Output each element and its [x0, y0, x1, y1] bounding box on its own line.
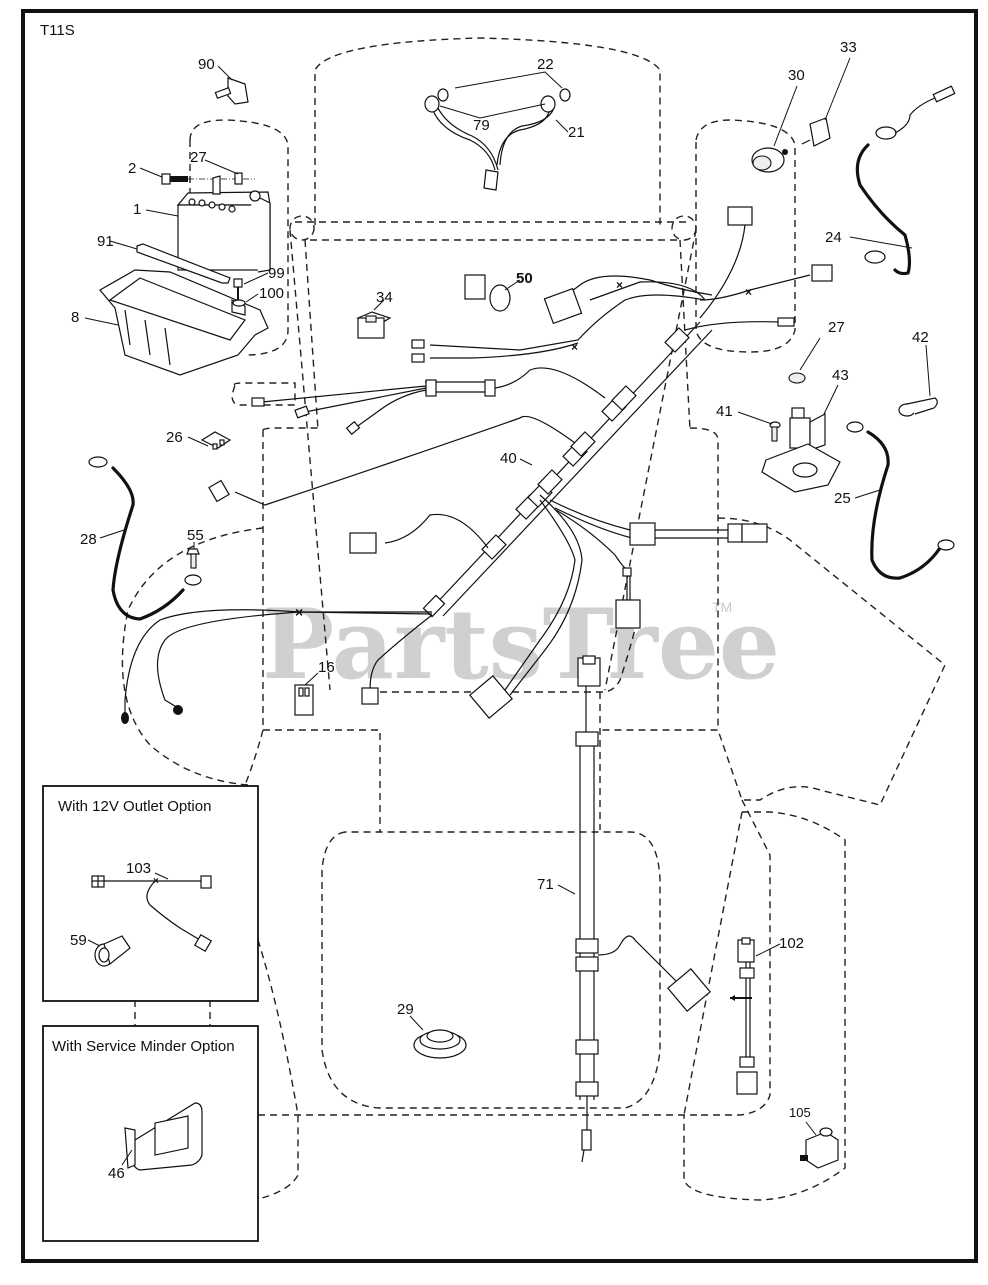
callout-26: 26 — [166, 429, 183, 446]
nut-part[interactable] — [788, 372, 806, 384]
callout-41: 41 — [716, 403, 733, 420]
washer-part[interactable] — [232, 299, 246, 307]
splice-mark: × — [616, 278, 623, 292]
callout-40: 40 — [500, 450, 517, 467]
ignition-key-part[interactable] — [801, 117, 831, 147]
callout-59: 59 — [70, 932, 87, 949]
switch-harness-part[interactable] — [730, 937, 758, 1095]
terminal-boot-part[interactable] — [898, 397, 938, 417]
tray-bolt-part[interactable] — [233, 278, 243, 300]
battery-tray-part[interactable] — [99, 269, 269, 376]
callout-8: 8 — [71, 309, 79, 326]
callout-27: 27 — [828, 319, 845, 336]
relay-part[interactable] — [294, 684, 314, 716]
headlight-bulb-part[interactable] — [437, 88, 571, 102]
splice-mark: × — [295, 604, 303, 620]
solenoid-bolt-part[interactable] — [769, 421, 781, 442]
solenoid-cable-part[interactable] — [846, 421, 955, 580]
callout-28: 28 — [80, 531, 97, 548]
ground-cable-part[interactable] — [88, 456, 202, 621]
service-minder-part[interactable] — [124, 1102, 203, 1171]
callout-43: 43 — [832, 367, 849, 384]
battery-part[interactable] — [176, 175, 271, 273]
ignition-switch-part[interactable] — [751, 147, 788, 173]
seat-switch-part[interactable] — [413, 1029, 467, 1059]
callout-33: 33 — [840, 39, 857, 56]
option-box-service-minder: With Service Minder Option 46 — [42, 1025, 259, 1242]
callout-91: 91 — [97, 233, 114, 250]
option-box-12v-outlet: With 12V Outlet Option × 103 59 — [42, 785, 259, 1002]
rear-harness-part[interactable] — [575, 655, 711, 1163]
callout-79: 79 — [473, 117, 490, 134]
positive-battery-cable-part[interactable] — [855, 85, 956, 276]
callout-30: 30 — [788, 67, 805, 84]
callout-29: 29 — [397, 1001, 414, 1018]
ground-screw-part[interactable] — [186, 548, 200, 569]
12v-outlet-part[interactable] — [94, 935, 131, 967]
callout-90: 90 — [198, 56, 215, 73]
callout-16: 16 — [318, 659, 335, 676]
interlock-switch-part[interactable] — [800, 1127, 839, 1169]
diagram-frame — [21, 9, 978, 1263]
callout-21: 21 — [568, 124, 585, 141]
callout-25: 25 — [834, 490, 851, 507]
battery-strap-part[interactable] — [136, 243, 231, 284]
callout-103: 103 — [126, 860, 151, 877]
starter-solenoid-part[interactable] — [761, 407, 841, 493]
callout-2: 2 — [128, 160, 136, 177]
callout-24: 24 — [825, 229, 842, 246]
nut-part[interactable] — [234, 172, 243, 185]
callout-100: 100 — [259, 285, 284, 302]
battery-bolt-part[interactable] — [161, 173, 255, 185]
callout-99: 99 — [268, 265, 285, 282]
fuse-part[interactable] — [200, 431, 232, 450]
headlight-harness-part[interactable] — [424, 95, 556, 191]
callout-34: 34 — [376, 289, 393, 306]
callout-1: 1 — [133, 201, 141, 218]
outlet-harness-part[interactable]: × — [91, 875, 213, 953]
callout-46: 46 — [108, 1165, 125, 1182]
callout-22: 22 — [537, 56, 554, 73]
callout-50: 50 — [516, 270, 533, 287]
callout-71: 71 — [537, 876, 554, 893]
splice-mark: × — [571, 340, 578, 354]
model-code: T11S — [40, 22, 75, 39]
splice-mark: × — [153, 876, 159, 887]
option-box-title: With Service Minder Option — [52, 1038, 235, 1055]
watermark-tm: TM — [712, 599, 732, 615]
callout-42: 42 — [912, 329, 929, 346]
callout-27: 27 — [190, 149, 207, 166]
pto-switch-part[interactable] — [464, 274, 511, 312]
splice-mark: × — [745, 285, 752, 299]
callout-55: 55 — [187, 527, 204, 544]
callout-102: 102 — [779, 935, 804, 952]
connector-cap-part[interactable] — [214, 77, 249, 105]
rocker-switch-part[interactable] — [356, 311, 392, 339]
tractor-outline — [121, 37, 946, 1201]
watermark: PartsTree — [262, 588, 780, 701]
option-box-title: With 12V Outlet Option — [58, 798, 211, 815]
callout-105: 105 — [789, 1105, 811, 1120]
main-wire-harness-part[interactable]: × × × × — [121, 206, 833, 724]
